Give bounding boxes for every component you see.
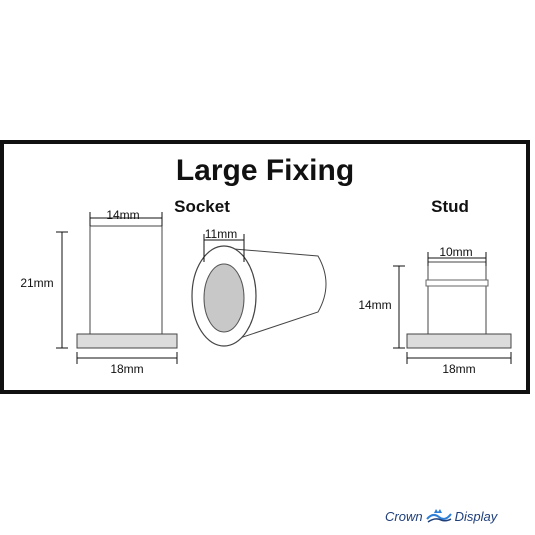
stud-collar [425, 279, 489, 287]
stud-side-view [406, 261, 512, 349]
brand-word-right: Display [454, 508, 498, 524]
stud-pin [427, 261, 487, 335]
socket-height-label: 21mm [20, 276, 53, 290]
socket-side-view [76, 225, 178, 349]
socket-opening-label: 11mm [205, 227, 237, 241]
socket-top-width-dimension [89, 212, 163, 226]
socket-base [76, 333, 178, 349]
socket-base-width-dimension [76, 352, 178, 364]
socket-perspective-view [191, 245, 327, 347]
socket-body [89, 225, 163, 335]
brand-logo: Crown Display [385, 506, 497, 526]
stud-top-width-dimension [427, 252, 487, 266]
brand-word-left: Crown [385, 508, 423, 524]
stud-base-width-dimension [406, 352, 512, 364]
stud-base [406, 333, 512, 349]
stud-height-label: 14mm [358, 298, 391, 312]
stud-heading: Stud [431, 197, 469, 216]
socket-height-dimension [56, 231, 68, 349]
diagram-title: Large Fixing [176, 154, 354, 187]
socket-top-width-label: 14mm [106, 208, 139, 222]
stud-height-dimension [393, 265, 405, 349]
socket-opening [203, 263, 245, 333]
stud-base-width-label: 18mm [442, 362, 475, 376]
crown-wave-icon [425, 509, 452, 523]
socket-heading: Socket [174, 197, 230, 216]
stud-top-width-label: 10mm [439, 245, 472, 259]
socket-base-width-label: 18mm [110, 362, 143, 376]
socket-opening-dimension [203, 234, 245, 262]
